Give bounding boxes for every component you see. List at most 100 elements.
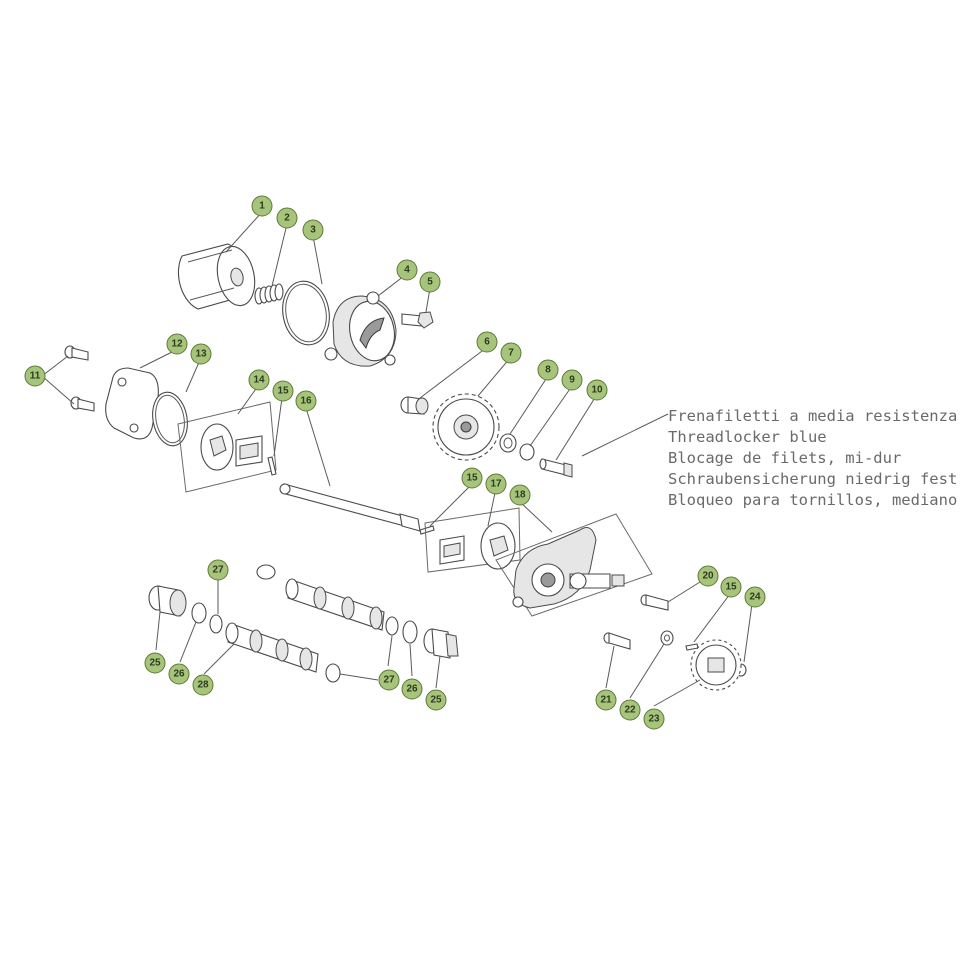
part-badge-20: 20 xyxy=(697,565,719,587)
washer-part-22 xyxy=(660,630,674,646)
svg-text:12: 12 xyxy=(171,339,183,350)
part-badge-15-middle: 15 xyxy=(461,467,483,489)
pin-part-3 xyxy=(685,643,699,651)
svg-text:24: 24 xyxy=(749,592,761,603)
svg-text:7: 7 xyxy=(508,348,514,359)
o-ring-part-26-left xyxy=(191,602,207,624)
callout-line-german: Schraubensicherung niedrig fest xyxy=(668,470,957,488)
bolt-part-21 xyxy=(603,632,631,650)
part-badge-15-top: 15 xyxy=(272,380,294,402)
part-badge-6: 6 xyxy=(476,331,498,353)
part-badge-13: 13 xyxy=(190,343,212,365)
pin-part xyxy=(267,456,277,476)
callout-line-english: Threadlocker blue xyxy=(668,428,827,446)
svg-text:16: 16 xyxy=(300,396,312,407)
svg-text:14: 14 xyxy=(253,375,265,386)
svg-text:25: 25 xyxy=(149,658,161,669)
pump-gear-part xyxy=(432,393,500,461)
plug-part-left xyxy=(148,585,187,617)
svg-text:11: 11 xyxy=(30,371,41,382)
part-badge-26-right: 26 xyxy=(401,678,423,700)
part-badge-21: 21 xyxy=(595,689,617,711)
callout-line-spanish: Bloqueo para tornillos, mediano xyxy=(668,491,957,509)
bolt-part xyxy=(401,311,434,329)
svg-text:9: 9 xyxy=(569,375,575,386)
cover-plate-part xyxy=(105,367,159,440)
long-bolt-part xyxy=(539,458,573,478)
part-badge-4: 4 xyxy=(396,259,418,281)
threadlocker-callout: Frenafiletti a media resistenza Threadlo… xyxy=(668,407,957,509)
svg-text:28: 28 xyxy=(197,680,209,691)
o-ring-part xyxy=(282,280,330,346)
part-badge-27-right: 27 xyxy=(378,669,400,691)
svg-text:26: 26 xyxy=(406,684,418,695)
svg-text:25: 25 xyxy=(430,695,442,706)
pump-shaft-part xyxy=(279,483,421,532)
part-badge-8: 8 xyxy=(537,359,559,381)
part-badge-27-left: 27 xyxy=(207,559,229,581)
part-badge-11: 11 xyxy=(24,365,46,387)
part-number-badges: 1 2 3 4 5 6 7 8 9 10 11 12 13 14 15 16 1… xyxy=(24,195,766,730)
pin-part-2 xyxy=(419,525,435,535)
svg-text:3: 3 xyxy=(310,225,316,236)
circlip-part xyxy=(519,443,535,461)
part-badge-26-left: 26 xyxy=(168,663,190,685)
shaft-part-upper xyxy=(285,578,385,631)
washer-part xyxy=(499,433,517,453)
plug-part-right xyxy=(423,628,459,659)
svg-text:17: 17 xyxy=(490,479,502,490)
svg-text:20: 20 xyxy=(702,571,714,582)
svg-text:2: 2 xyxy=(284,213,290,224)
svg-text:5: 5 xyxy=(427,277,433,288)
svg-text:15: 15 xyxy=(277,386,289,397)
oil-filter-part xyxy=(177,243,256,310)
part-badge-15-right: 15 xyxy=(720,576,742,598)
leader-lines xyxy=(41,211,753,707)
part-badge-17: 17 xyxy=(485,473,507,495)
part-badge-7: 7 xyxy=(500,342,522,364)
callout-line-italian: Frenafiletti a media resistenza xyxy=(668,407,957,425)
svg-text:27: 27 xyxy=(212,565,224,576)
svg-text:13: 13 xyxy=(195,349,207,360)
pump-housing-part xyxy=(495,513,653,617)
svg-text:26: 26 xyxy=(173,669,185,680)
bolt-part-20 xyxy=(640,594,669,611)
svg-text:15: 15 xyxy=(725,582,737,593)
part-badge-14: 14 xyxy=(248,369,270,391)
part-badge-12: 12 xyxy=(166,333,188,355)
svg-text:23: 23 xyxy=(648,714,660,725)
part-badge-22: 22 xyxy=(619,699,641,721)
part-badge-28: 28 xyxy=(192,674,214,696)
callout-line-french: Blocage de filets, mi-dur xyxy=(668,449,901,467)
svg-text:10: 10 xyxy=(591,385,603,396)
part-badge-5: 5 xyxy=(419,271,441,293)
part-badge-2: 2 xyxy=(276,207,298,229)
svg-text:1: 1 xyxy=(259,201,265,212)
o-ring-part-27-left xyxy=(209,614,223,634)
svg-text:6: 6 xyxy=(484,337,490,348)
spring-part xyxy=(254,283,284,305)
filter-cover-part xyxy=(324,291,397,367)
part-badge-23: 23 xyxy=(643,708,665,730)
small-gear-part xyxy=(690,639,742,691)
svg-text:8: 8 xyxy=(545,365,551,376)
part-badge-25-left: 25 xyxy=(144,652,166,674)
part-badge-24: 24 xyxy=(744,586,766,608)
screw-parts xyxy=(64,345,95,412)
bushing-part xyxy=(400,396,429,415)
shaft-part-28 xyxy=(225,622,319,673)
part-badge-25-right: 25 xyxy=(425,689,447,711)
pump-rotor-set-left xyxy=(177,401,277,493)
svg-text:18: 18 xyxy=(514,490,526,501)
part-badge-10: 10 xyxy=(586,379,608,401)
svg-text:4: 4 xyxy=(404,265,410,276)
svg-text:15: 15 xyxy=(466,473,478,484)
part-badge-16: 16 xyxy=(295,390,317,412)
part-badge-9: 9 xyxy=(561,369,583,391)
part-drawings xyxy=(64,243,747,691)
svg-text:21: 21 xyxy=(600,695,612,706)
part-badge-1: 1 xyxy=(251,195,273,217)
svg-text:27: 27 xyxy=(383,675,395,686)
svg-text:22: 22 xyxy=(624,705,636,716)
